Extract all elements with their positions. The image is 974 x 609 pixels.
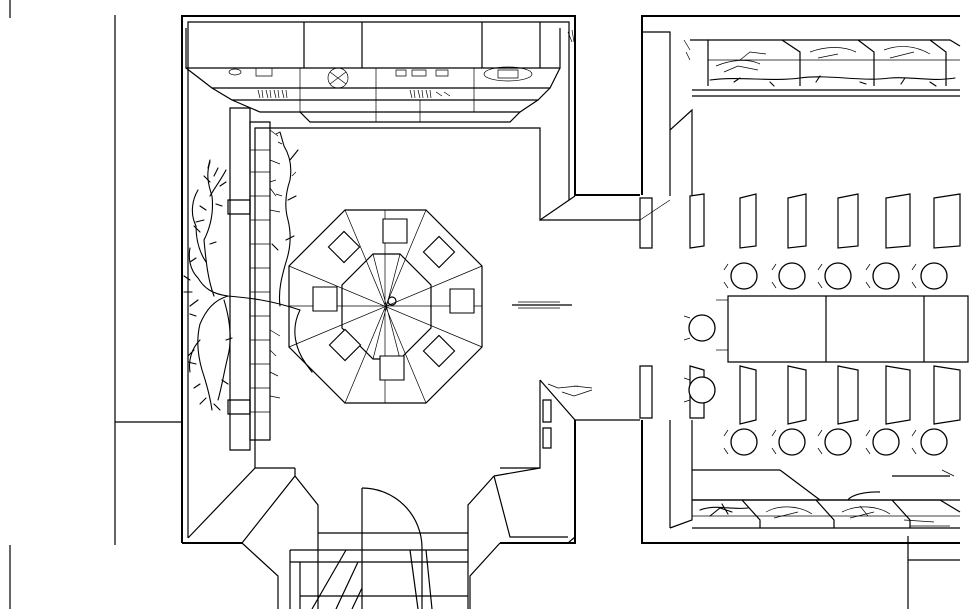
- dining-table: [716, 296, 968, 362]
- chair: [912, 263, 947, 289]
- chairs-bottom-row: [724, 429, 947, 455]
- chair: [866, 429, 899, 455]
- margin-marks: [10, 0, 182, 609]
- floor-marker: [512, 302, 572, 308]
- gallery-walls: [642, 16, 960, 609]
- tree-mural: [184, 132, 312, 410]
- chairs-end: [684, 315, 715, 403]
- chair: [818, 429, 851, 455]
- chairs-top-row: [724, 263, 947, 289]
- display-cases-gallery-top: [684, 40, 960, 86]
- bench-left: [228, 108, 280, 450]
- entrance: [290, 488, 468, 609]
- chair: [724, 429, 757, 455]
- display-cases-top: [186, 22, 574, 122]
- chair: [724, 263, 757, 289]
- chair: [866, 263, 899, 289]
- hall-walls: [182, 16, 640, 609]
- chair: [684, 377, 715, 403]
- chair: [684, 315, 715, 341]
- window-panels-top: [640, 194, 960, 248]
- octagonal-canopy: [289, 210, 482, 403]
- chair: [912, 429, 947, 455]
- display-stand: [543, 384, 592, 448]
- display-cases-gallery-bottom: [692, 470, 960, 528]
- chair: [772, 263, 805, 289]
- chair: [772, 429, 805, 455]
- chair: [818, 263, 851, 289]
- window-panels-bottom: [640, 366, 960, 424]
